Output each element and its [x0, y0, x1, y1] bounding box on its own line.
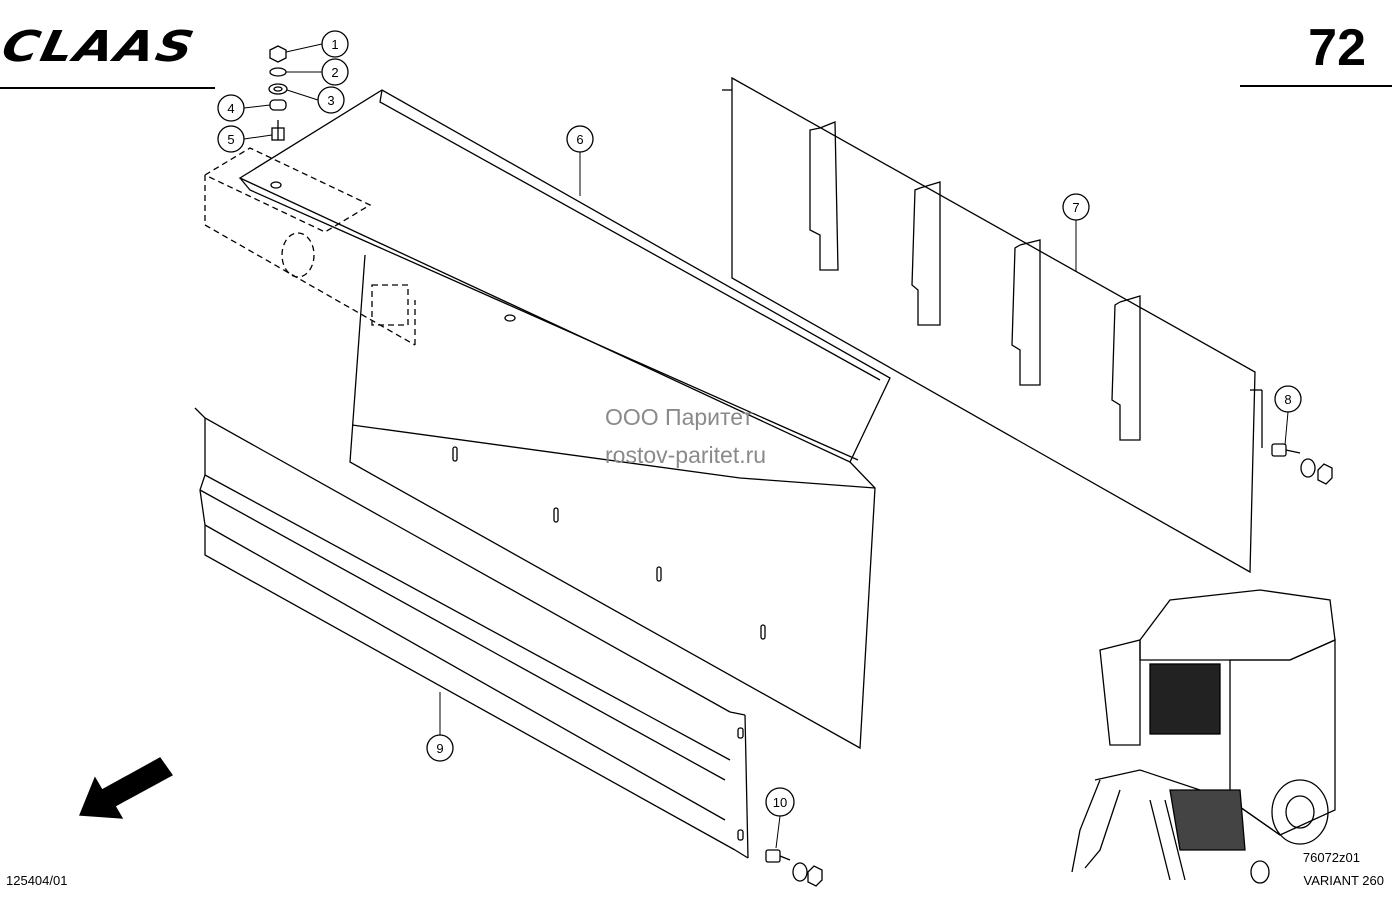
callout-9: 9 — [436, 741, 443, 756]
callout-2: 2 — [331, 65, 338, 80]
model-name: VARIANT 260 — [1303, 873, 1384, 888]
callout-4: 4 — [227, 101, 234, 116]
frame-beam-dashed — [204, 147, 416, 346]
fastener-8 — [1271, 443, 1333, 485]
callout-5: 5 — [227, 132, 234, 147]
callout-1: 1 — [331, 37, 338, 52]
callout-8: 8 — [1284, 392, 1291, 407]
callout-10: 10 — [773, 795, 787, 810]
hook-1 — [809, 121, 839, 271]
hook-3 — [1011, 239, 1041, 386]
page-number: 72 — [1308, 19, 1366, 77]
leader-lines — [243, 43, 1289, 849]
watermark: ООО Паритет rostov-paritet.ru — [605, 398, 766, 474]
part-7-panel — [722, 76, 1263, 574]
baler-thumbnail — [1071, 589, 1336, 884]
bolt-stack — [268, 45, 288, 141]
figure-code: 76072z01 — [1302, 850, 1360, 865]
watermark-company: ООО Паритет — [605, 404, 753, 430]
part-9-strip — [194, 407, 749, 859]
callout-6: 6 — [576, 132, 583, 147]
callout-7: 7 — [1072, 200, 1079, 215]
part-6-shield — [238, 89, 891, 750]
callout-3: 3 — [327, 93, 334, 108]
watermark-site: rostov-paritet.ru — [605, 442, 767, 468]
hook-2 — [911, 181, 941, 326]
hook-4 — [1111, 295, 1141, 441]
drawing-code: 125404/01 — [6, 873, 68, 888]
direction-arrow-icon — [79, 757, 173, 819]
fastener-10 — [765, 849, 823, 887]
callout-circles — [217, 30, 1302, 817]
